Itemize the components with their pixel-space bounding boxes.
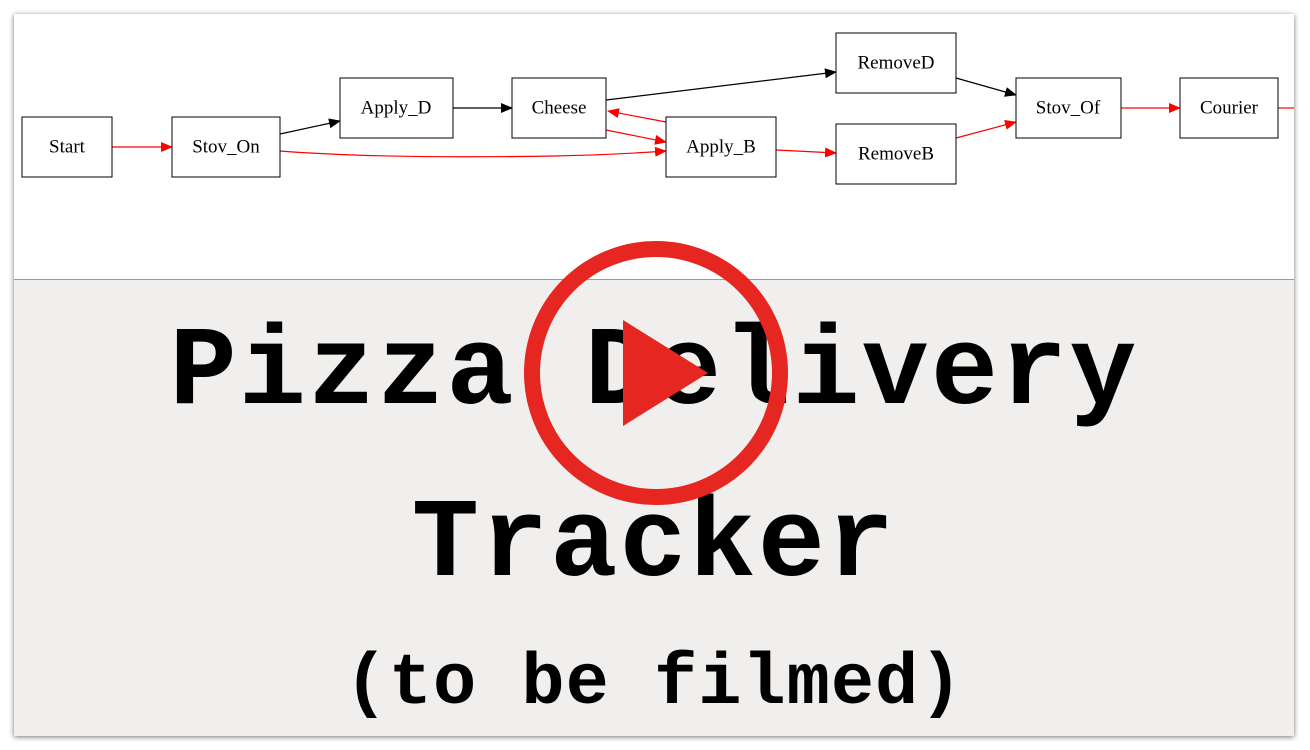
- state-diagram-graphic: Start Stov_On Apply_D Cheese Apply_B Rem…: [21, 32, 1294, 185]
- node-removed: RemoveD: [835, 32, 957, 94]
- video-subtitle: (to be filmed): [344, 643, 964, 725]
- node-label: Stov_On: [192, 137, 260, 158]
- edge-apply-b-cheese: [607, 108, 667, 123]
- node-label: RemoveD: [857, 53, 934, 74]
- play-button[interactable]: [524, 241, 788, 505]
- node-apply-b: Apply_B: [665, 116, 777, 178]
- edge-stov-on-apply-d: [279, 118, 341, 135]
- node-stov-on: Stov_On: [171, 116, 281, 178]
- edge-apply-b-removeb: [775, 147, 837, 158]
- edge-removed-stov-of: [955, 77, 1017, 97]
- node-apply-d: Apply_D: [339, 77, 454, 139]
- node-label: Courier: [1200, 98, 1259, 119]
- node-label: Apply_B: [686, 137, 756, 158]
- node-removeb: RemoveB: [835, 123, 957, 185]
- state-diagram: Start Stov_On Apply_D Cheese Apply_B Rem…: [14, 14, 1294, 280]
- node-label: Stov_Of: [1036, 98, 1101, 119]
- edge-cheese-removed: [605, 68, 837, 101]
- node-label: RemoveB: [858, 144, 934, 165]
- node-label: Cheese: [532, 98, 587, 119]
- edge-removeb-stov-of: [955, 120, 1017, 139]
- edge-stov-on-apply-b: [279, 146, 667, 158]
- play-icon: [524, 241, 788, 505]
- video-thumbnail[interactable]: Start Stov_On Apply_D Cheese Apply_B Rem…: [14, 14, 1294, 736]
- edge-cheese-apply-b: [605, 129, 667, 145]
- node-label: Start: [49, 137, 86, 158]
- node-stov-of: Stov_Of: [1015, 77, 1122, 139]
- node-label: Apply_D: [361, 98, 432, 119]
- node-start: Start: [21, 116, 113, 178]
- node-courier: Courier: [1179, 77, 1279, 139]
- node-cheese: Cheese: [511, 77, 607, 139]
